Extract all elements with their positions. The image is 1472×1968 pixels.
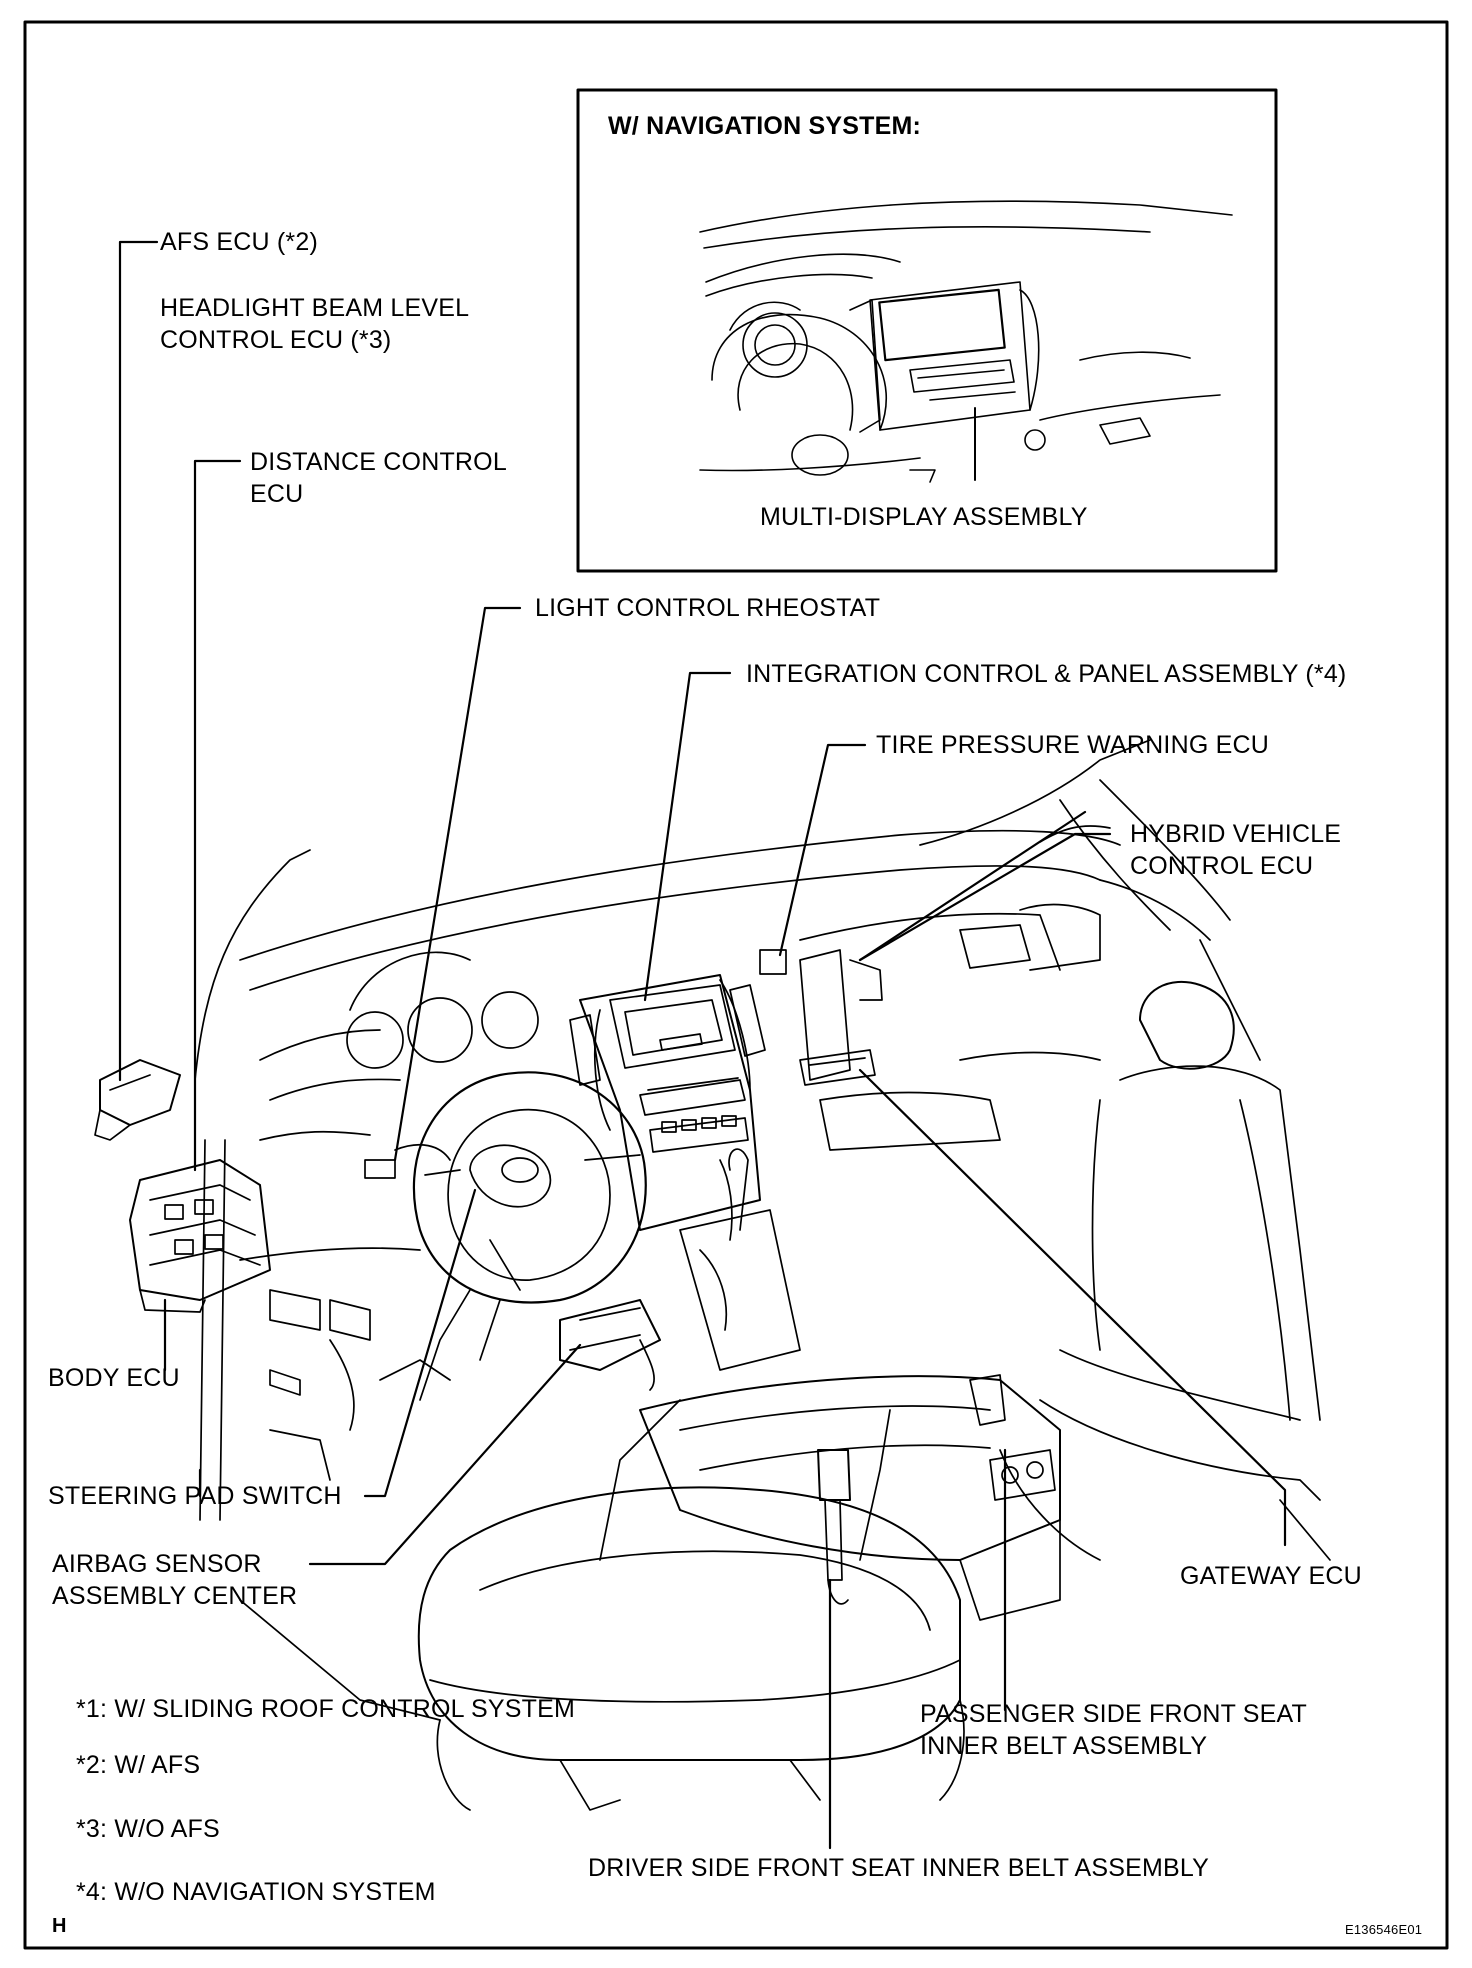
passenger-belt-label: PASSENGER SIDE FRONT SEAT INNER BELT ASS… — [920, 1700, 1308, 1760]
leader-steering — [363, 1188, 477, 1498]
body-ecu-label: BODY ECU — [48, 1364, 180, 1392]
leader-afs — [118, 240, 159, 1082]
inset-title: W/ NAVIGATION SYSTEM: — [608, 112, 921, 140]
gateway-ecu-label: GATEWAY ECU — [1180, 1562, 1362, 1590]
leader-distance — [193, 459, 242, 1172]
multi-display-label: MULTI-DISPLAY ASSEMBLY — [760, 503, 1088, 531]
footnote-3: *3: W/O AFS — [76, 1815, 220, 1843]
leader-light — [393, 606, 522, 1162]
leader-gateway — [858, 1068, 1287, 1547]
hybrid-ecu-label: HYBRID VEHICLE CONTROL ECU — [1130, 820, 1342, 880]
leader-integration — [643, 671, 732, 1002]
leader-hybrid — [858, 832, 1112, 962]
main-interior-sketch — [94, 739, 1331, 1811]
light-control-label: LIGHT CONTROL RHEOSTAT — [535, 594, 881, 622]
steering-pad-label: STEERING PAD SWITCH — [48, 1482, 342, 1510]
inset-dashboard-sketch — [699, 200, 1233, 483]
headlight-ecu-label: HEADLIGHT BEAM LEVEL CONTROL ECU (*3) — [160, 294, 470, 354]
footnote-2: *2: W/ AFS — [76, 1751, 201, 1779]
integration-label: INTEGRATION CONTROL & PANEL ASSEMBLY (*4… — [746, 660, 1347, 688]
inset-frame — [576, 88, 1278, 573]
driver-belt-label: DRIVER SIDE FRONT SEAT INNER BELT ASSEMB… — [588, 1854, 1210, 1882]
afs-ecu-label: AFS ECU (*2) — [160, 228, 318, 256]
footnote-4: *4: W/O NAVIGATION SYSTEM — [76, 1878, 436, 1906]
leader-tire — [778, 743, 867, 957]
leader-airbag — [308, 1343, 582, 1566]
distance-ecu-label: DISTANCE CONTROL ECU — [250, 448, 507, 508]
outer-frame — [23, 20, 1449, 1950]
tire-pressure-label: TIRE PRESSURE WARNING ECU — [876, 731, 1270, 759]
callout-leader-lines — [118, 240, 1287, 1850]
footnote-1: *1: W/ SLIDING ROOF CONTROL SYSTEM — [76, 1695, 575, 1723]
figure-code: E136546E01 — [1345, 1922, 1423, 1937]
airbag-sensor-label: AIRBAG SENSOR ASSEMBLY CENTER — [52, 1550, 298, 1610]
corner-letter: H — [52, 1915, 67, 1937]
